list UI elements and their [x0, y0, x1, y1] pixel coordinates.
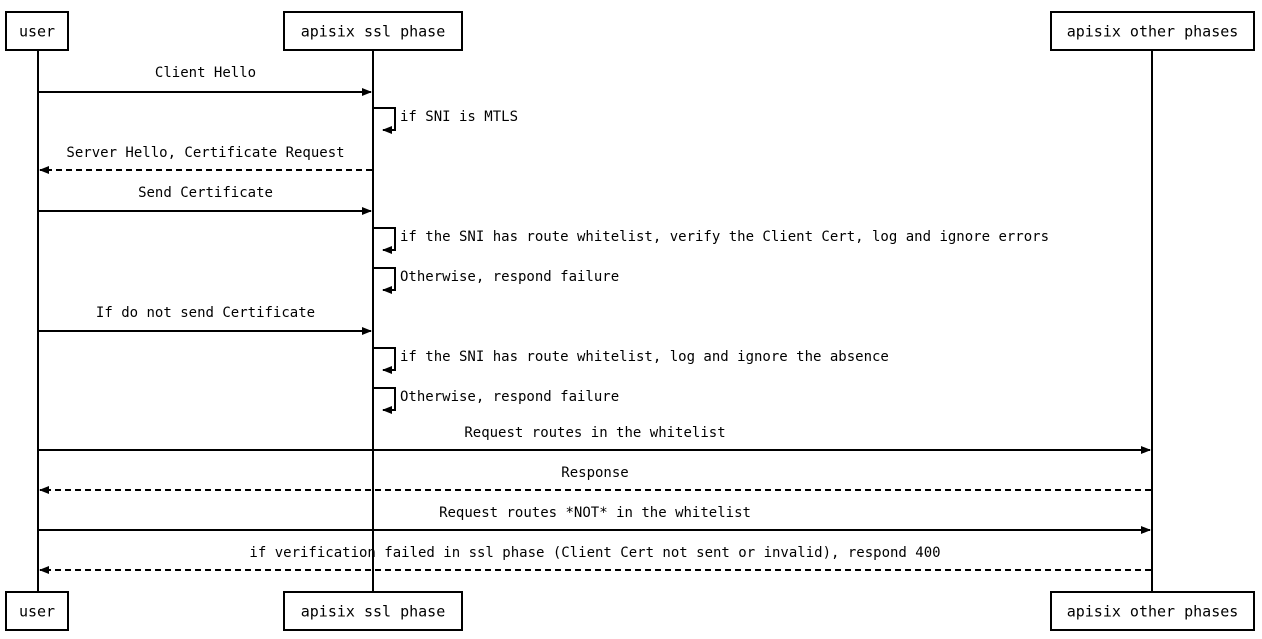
participant-label-bottom-ssl: apisix ssl phase: [301, 603, 446, 621]
participant-box-bottom-ssl[interactable]: [283, 591, 463, 631]
self-message-label-s5: Otherwise, respond failure: [400, 389, 619, 405]
lifelines-group: [37, 50, 1153, 592]
self-message-label-s2: if the SNI has route whitelist, verify t…: [400, 229, 1049, 245]
participant-label-bottom-user: user: [19, 603, 55, 621]
participant-box-bottom-user[interactable]: [5, 591, 69, 631]
participant-label-bottom-other: apisix other phases: [1067, 603, 1239, 621]
participant-label-top-other: apisix other phases: [1067, 23, 1239, 41]
self-message-path-s5: [373, 387, 396, 414]
message-label-m3: Send Certificate: [138, 185, 273, 201]
message-label-m6: Response: [561, 465, 628, 481]
participant-box-top-other[interactable]: [1050, 11, 1255, 51]
self-message-path-s3: [373, 267, 396, 294]
participant-box-top-ssl[interactable]: [283, 11, 463, 51]
message-label-m8: if verification failed in ssl phase (Cli…: [249, 545, 940, 561]
participant-boxes-group: user apisix ssl phase apisix other phases u…: [5, 11, 1255, 631]
self-message-path-s1: [373, 107, 396, 134]
message-label-m4: If do not send Certificate: [96, 305, 315, 321]
message-label-m5: Request routes in the whitelist: [464, 425, 725, 441]
self-message-label-s1: if SNI is MTLS: [400, 109, 518, 125]
participant-label-top-user: user: [19, 23, 55, 41]
participant-label-top-ssl: apisix ssl phase: [301, 23, 446, 41]
self-message-label-s4: if the SNI has route whitelist, log and …: [400, 349, 889, 365]
message-label-m7: Request routes *NOT* in the whitelist: [439, 505, 751, 521]
self-message-path-s4: [373, 347, 396, 374]
self-message-path-s2: [373, 227, 396, 254]
self-message-label-s3: Otherwise, respond failure: [400, 269, 619, 285]
message-label-m2: Server Hello, Certificate Request: [66, 145, 344, 161]
message-label-m1: Client Hello: [155, 65, 256, 81]
participant-box-bottom-other[interactable]: [1050, 591, 1255, 631]
participant-box-top-user[interactable]: [5, 11, 69, 51]
self-messages-group: if SNI is MTLS if the SNI has route white…: [373, 107, 1049, 414]
